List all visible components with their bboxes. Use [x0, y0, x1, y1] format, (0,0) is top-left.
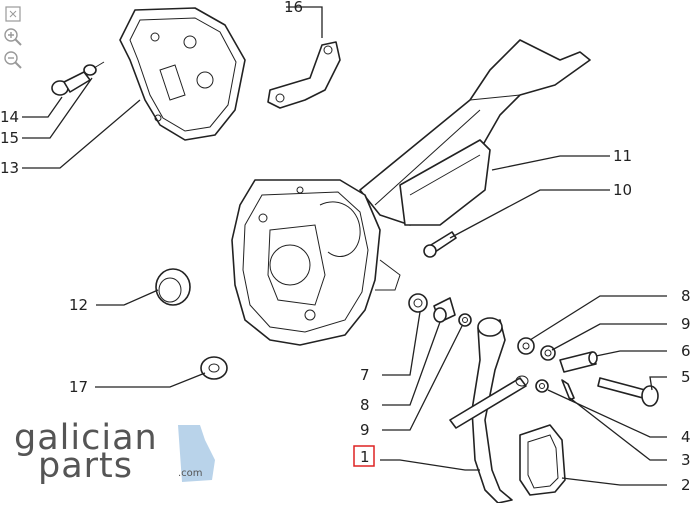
pedal-pad-part-2: [519, 424, 566, 496]
callout-7: 7: [360, 366, 370, 384]
callout-3: 3: [681, 451, 691, 469]
logo-accent-shape: [178, 425, 215, 482]
washer-part-9-right: [540, 345, 556, 361]
callout-14: 14: [0, 108, 19, 126]
link-bracket-part-16: [267, 41, 341, 109]
nut-part-7: [408, 293, 428, 313]
bushing-part-8-right: [517, 337, 535, 355]
logo-suffix: .com: [178, 468, 203, 479]
logo-line2: parts: [38, 446, 133, 486]
leader-lines: [22, 6, 667, 486]
callout-5: 5: [681, 368, 691, 386]
callout-9-left: 9: [360, 421, 370, 439]
callout-13: 13: [0, 159, 19, 177]
galicianparts-logo: galician parts .com: [14, 418, 215, 486]
logo-line1: galician: [14, 418, 158, 458]
callout-15: 15: [0, 129, 19, 147]
callout-labels: 16 14 15 13 12 17 11 10 7 8 9 1 8 9 6 5 …: [0, 0, 691, 494]
highlight-box-callout-1: [353, 445, 375, 467]
callout-8-right: 8: [681, 287, 691, 305]
callout-1: 1: [360, 448, 370, 466]
fit-page-icon[interactable]: [3, 4, 23, 24]
callout-12: 12: [69, 296, 88, 314]
washer-part-9-left: [458, 313, 472, 327]
callout-17: 17: [69, 378, 88, 396]
callout-6: 6: [681, 342, 691, 360]
callout-2: 2: [681, 476, 691, 494]
sleeve-part-6: [559, 351, 598, 373]
pin-part-3: [561, 379, 575, 401]
callout-8-left: 8: [360, 396, 370, 414]
bolt-part-5: [597, 377, 659, 407]
bushing-part-8-left: [433, 297, 456, 323]
callout-10: 10: [613, 181, 632, 199]
bolt-part-14-15: [51, 61, 105, 96]
callout-16: 16: [284, 0, 303, 16]
clutch-pedal-part-1: [449, 317, 529, 504]
gasket-plate-part-13: [119, 7, 246, 141]
pedal-bracket-assembly: [231, 39, 591, 346]
callout-4: 4: [681, 428, 691, 446]
bushing-part-17: [200, 356, 228, 380]
callout-11: 11: [613, 147, 632, 165]
washer-part-4: [535, 379, 549, 393]
grommet-part-12: [155, 268, 191, 306]
callout-9-right: 9: [681, 315, 691, 333]
bolt-part-10: [423, 231, 457, 258]
zoom-out-icon[interactable]: [3, 50, 23, 70]
viewer-toolbar: [3, 4, 25, 73]
zoom-in-icon[interactable]: [3, 27, 23, 47]
